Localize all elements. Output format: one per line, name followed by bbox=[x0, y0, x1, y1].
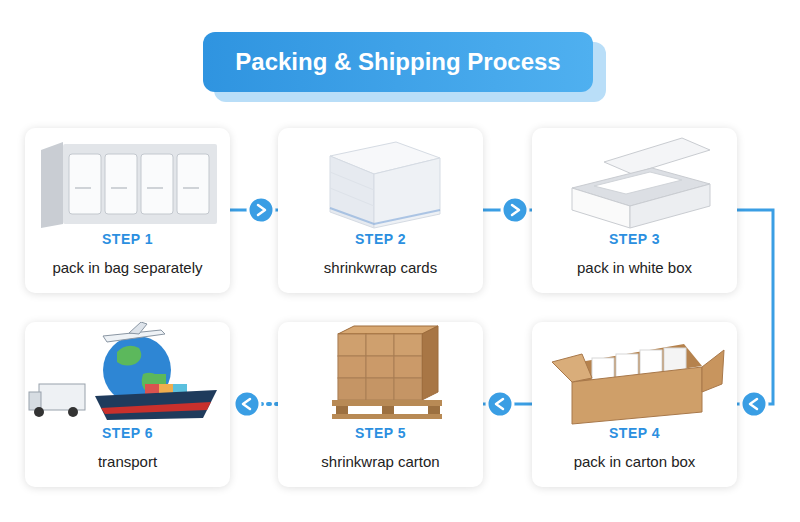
step-card: STEP 1 pack in bag separately bbox=[25, 128, 230, 293]
chevron bbox=[243, 399, 250, 409]
step-label: STEP 6 bbox=[33, 425, 222, 441]
flow-connector bbox=[483, 197, 532, 223]
step-description: shrinkwrap cards bbox=[286, 259, 475, 276]
arrow-head bbox=[248, 197, 274, 223]
connector-line bbox=[737, 210, 773, 404]
flow-connector bbox=[230, 197, 278, 223]
arrow-head bbox=[234, 391, 260, 417]
card-text: STEP 5 shrinkwrap carton bbox=[278, 322, 483, 480]
card-text: STEP 6 transport bbox=[25, 322, 230, 480]
chevron bbox=[750, 399, 757, 409]
step-label: STEP 5 bbox=[286, 425, 475, 441]
step-label: STEP 1 bbox=[33, 231, 222, 247]
chevron bbox=[512, 205, 519, 215]
carton-illustration bbox=[532, 322, 737, 427]
card-text: STEP 4 pack in carton box bbox=[532, 322, 737, 480]
white-box-illustration bbox=[532, 128, 737, 233]
step-description: shrinkwrap carton bbox=[286, 453, 475, 470]
step-description: pack in white box bbox=[540, 259, 729, 276]
chevron bbox=[258, 205, 265, 215]
transport-illustration bbox=[25, 322, 230, 427]
arrow-head bbox=[487, 391, 513, 417]
step-card: STEP 5 shrinkwrap carton bbox=[278, 322, 483, 487]
step-label: STEP 2 bbox=[286, 231, 475, 247]
card-text: STEP 1 pack in bag separately bbox=[25, 128, 230, 286]
step-description: transport bbox=[33, 453, 222, 470]
arrow-head bbox=[502, 197, 528, 223]
pallet-illustration bbox=[278, 322, 483, 427]
step-label: STEP 3 bbox=[540, 231, 729, 247]
step-label: STEP 4 bbox=[540, 425, 729, 441]
chevron bbox=[496, 399, 503, 409]
flow-connector bbox=[483, 391, 532, 417]
arrow-head bbox=[741, 391, 767, 417]
flow-connector bbox=[230, 391, 278, 417]
step-card: STEP 6 transport bbox=[25, 322, 230, 487]
step-description: pack in bag separately bbox=[33, 259, 222, 276]
card-text: STEP 2 shrinkwrap cards bbox=[278, 128, 483, 286]
bag-illustration bbox=[25, 128, 230, 233]
step-card: STEP 4 pack in carton box bbox=[532, 322, 737, 487]
card-text: STEP 3 pack in white box bbox=[532, 128, 737, 286]
step-card: STEP 2 shrinkwrap cards bbox=[278, 128, 483, 293]
step-description: pack in carton box bbox=[540, 453, 729, 470]
title-banner: Packing & Shipping Process bbox=[203, 32, 593, 92]
flow-connector bbox=[737, 210, 773, 417]
step-card: STEP 3 pack in white box bbox=[532, 128, 737, 293]
card-stack-illustration bbox=[278, 128, 483, 233]
